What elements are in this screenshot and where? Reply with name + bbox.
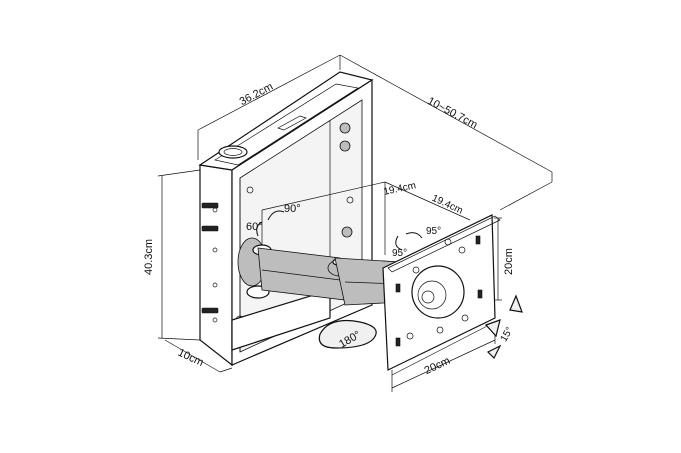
tilt-down-label: 60° — [246, 221, 263, 233]
dimension-lines — [157, 54, 553, 392]
depth-label: 10cm — [176, 347, 205, 369]
mount-hole-icon — [395, 337, 401, 347]
nut-icon — [341, 226, 353, 238]
tilt-arrow-icon — [256, 221, 263, 237]
nut-icon — [339, 122, 351, 134]
swivel-arrow-icon — [405, 232, 423, 239]
cable-hole — [218, 145, 248, 159]
rotation-indicators — [256, 210, 523, 360]
plate-disk — [411, 265, 465, 319]
plate-height-label: 20cm — [503, 248, 515, 275]
box-top-inner — [214, 83, 359, 166]
mount-hole-icon — [475, 235, 481, 245]
tilt-arrow-icon — [486, 344, 502, 360]
mount-hole-icon — [395, 283, 401, 293]
box-left-side — [199, 164, 233, 367]
swivel-right-label: 95° — [426, 226, 441, 237]
swivel-left-label: 95° — [392, 248, 407, 259]
plate-width-label: 20cm — [423, 355, 452, 377]
screw-icon — [201, 202, 219, 314]
tilt-plate-label: 15° — [499, 325, 516, 344]
tilt-arrow-icon — [267, 210, 285, 221]
vesa-plate — [382, 214, 501, 371]
tilt-arrow-icon — [509, 294, 523, 313]
tilt-up-label: 90° — [284, 203, 301, 215]
arm-segment-2-label: 19.4cm — [430, 193, 464, 217]
top-slot — [277, 115, 307, 131]
swivel-arrow-icon — [395, 235, 403, 251]
mount-hole-icon — [477, 289, 483, 299]
rotation-arrow-icon — [318, 319, 377, 349]
box-bottom — [231, 289, 331, 351]
width-label: 36.2cm — [238, 81, 275, 109]
tilt-arrow-icon — [484, 319, 501, 338]
nut-icon — [339, 140, 351, 152]
height-label: 40.3cm — [143, 239, 155, 275]
extension-label: 10~50.7cm — [425, 95, 479, 131]
